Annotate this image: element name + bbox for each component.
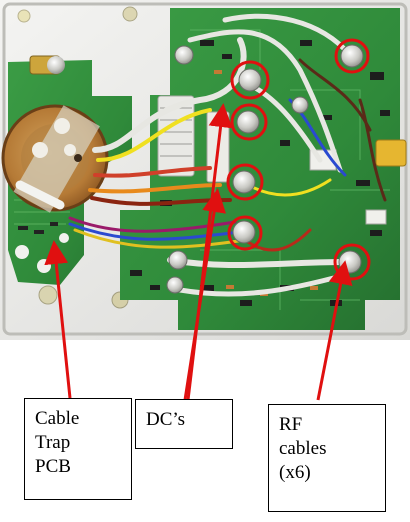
dcs-label: DC’s <box>135 399 233 449</box>
rf-connectors <box>166 44 364 294</box>
highlight-ring-4 <box>226 163 264 201</box>
rf-cables-line-2: cables <box>279 438 327 459</box>
highlight-ring-1 <box>334 38 370 74</box>
highlight-ring-2 <box>230 60 270 100</box>
arrow-cable-trap <box>44 240 72 399</box>
main-pcb <box>120 8 400 330</box>
rf-cables-line-1: RF <box>279 414 303 435</box>
pcb-photo <box>0 0 410 340</box>
arrow-rf <box>316 260 353 401</box>
cable-trap-line-2: Trap <box>35 432 71 453</box>
rf-cables-line-3: (x6) <box>279 462 311 483</box>
cable-trap-label: Cable Trap PCB <box>24 398 132 500</box>
arrow-dcs-2 <box>186 103 233 401</box>
cable-trap-line-3: PCB <box>35 456 71 477</box>
highlight-ring-6 <box>333 243 371 281</box>
dcs-text: DC’s <box>146 409 186 430</box>
highlight-ring-3 <box>230 103 268 141</box>
rf-cables-label: RF cables (x6) <box>268 404 386 512</box>
cable-trap-line-1: Cable <box>35 408 80 429</box>
highlight-ring-5 <box>227 215 263 251</box>
